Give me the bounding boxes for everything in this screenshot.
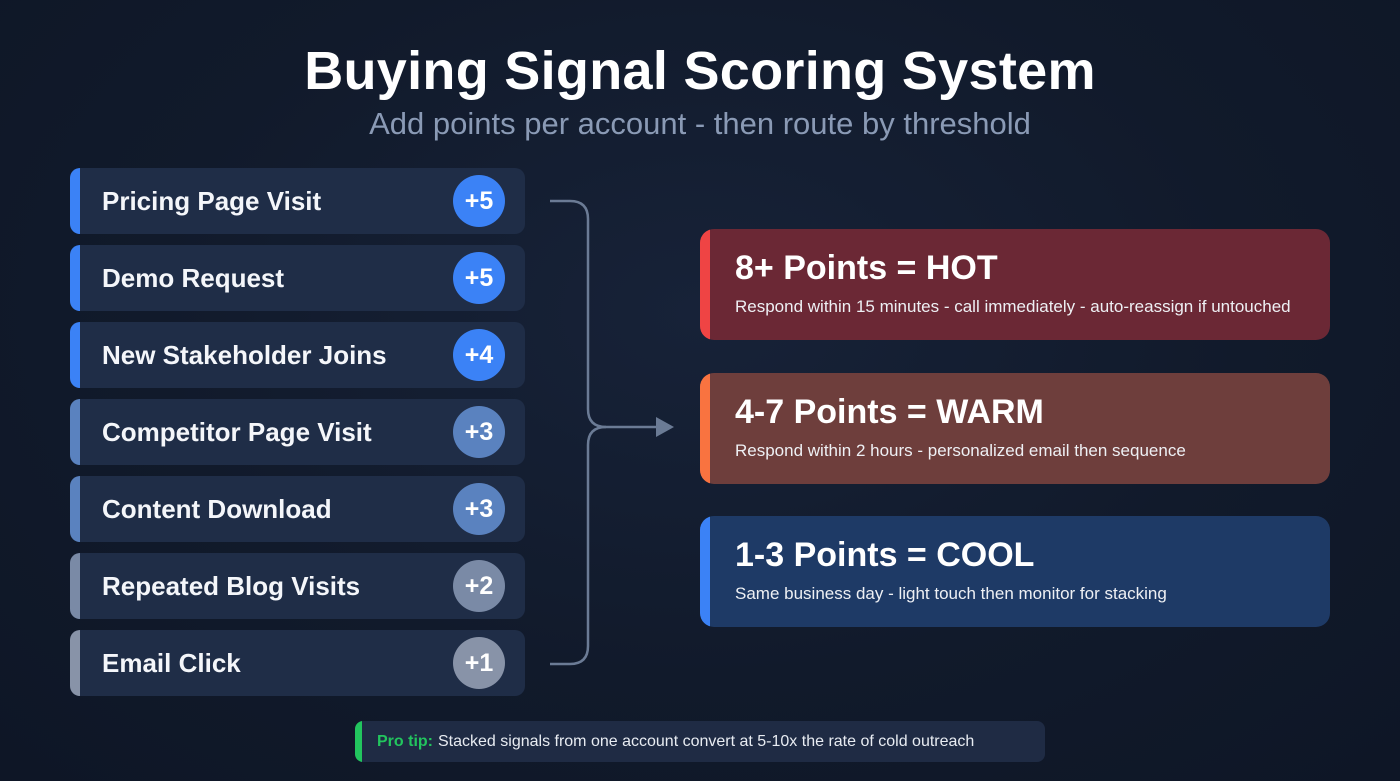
- signal-card-competitor-page-visit: Competitor Page Visit +3: [70, 399, 525, 465]
- points-badge: +5: [453, 252, 505, 304]
- page-subtitle: Add points per account - then route by t…: [369, 106, 1031, 141]
- signal-accent-bar: [70, 322, 80, 388]
- tier-description: Respond within 15 minutes - call immedia…: [735, 297, 1291, 316]
- tier-accent-bar: [700, 516, 710, 627]
- tier-description: Same business day - light touch then mon…: [735, 584, 1167, 603]
- tier-accent-bar: [700, 373, 710, 484]
- tier-heading: 8+ Points = HOT: [735, 249, 998, 287]
- signal-card-demo-request: Demo Request +5: [70, 245, 525, 311]
- signal-accent-bar: [70, 399, 80, 465]
- signal-label: Email Click: [102, 647, 241, 678]
- tier-heading: 4-7 Points = WARM: [735, 393, 1044, 431]
- tier-card-warm: 4-7 Points = WARM Respond within 2 hours…: [700, 373, 1330, 484]
- signal-accent-bar: [70, 553, 80, 619]
- points-badge: +5: [453, 175, 505, 227]
- tier-description: Respond within 2 hours - personalized em…: [735, 441, 1186, 460]
- tip-accent-bar: [355, 721, 362, 762]
- points-badge: +2: [453, 560, 505, 612]
- signal-label: Repeated Blog Visits: [102, 570, 361, 601]
- points-badge: +1: [453, 637, 505, 689]
- points-badge: +4: [453, 329, 505, 381]
- tier-card-hot: 8+ Points = HOT Respond within 15 minute…: [700, 229, 1330, 340]
- page-title: Buying Signal Scoring System: [304, 41, 1096, 101]
- signal-card-pricing-page-visit: Pricing Page Visit +5: [70, 168, 525, 234]
- signal-label: New Stakeholder Joins: [102, 339, 387, 370]
- points-badge: +3: [453, 483, 505, 535]
- signal-accent-bar: [70, 630, 80, 696]
- points-badge: +3: [453, 406, 505, 458]
- signal-card-new-stakeholder-joins: New Stakeholder Joins +4: [70, 322, 525, 388]
- signal-accent-bar: [70, 245, 80, 311]
- signal-label: Demo Request: [102, 262, 285, 293]
- signal-accent-bar: [70, 476, 80, 542]
- tier-card-cool: 1-3 Points = COOL Same business day - li…: [700, 516, 1330, 627]
- signal-label: Pricing Page Visit: [102, 185, 322, 216]
- signal-label: Content Download: [102, 493, 332, 524]
- tier-heading: 1-3 Points = COOL: [735, 536, 1035, 574]
- tier-accent-bar: [700, 229, 710, 340]
- tip-text: Stacked signals from one account convert…: [438, 732, 975, 750]
- signal-card-email-click: Email Click +1: [70, 630, 525, 696]
- signal-card-content-download: Content Download +3: [70, 476, 525, 542]
- signal-accent-bar: [70, 168, 80, 234]
- signal-card-repeated-blog-visits: Repeated Blog Visits +2: [70, 553, 525, 619]
- pro-tip-banner: Pro tip: Stacked signals from one accoun…: [355, 721, 1045, 762]
- signal-label: Competitor Page Visit: [102, 416, 372, 447]
- bracket-arrow-icon: [550, 199, 674, 666]
- tip-label: Pro tip:: [377, 732, 433, 750]
